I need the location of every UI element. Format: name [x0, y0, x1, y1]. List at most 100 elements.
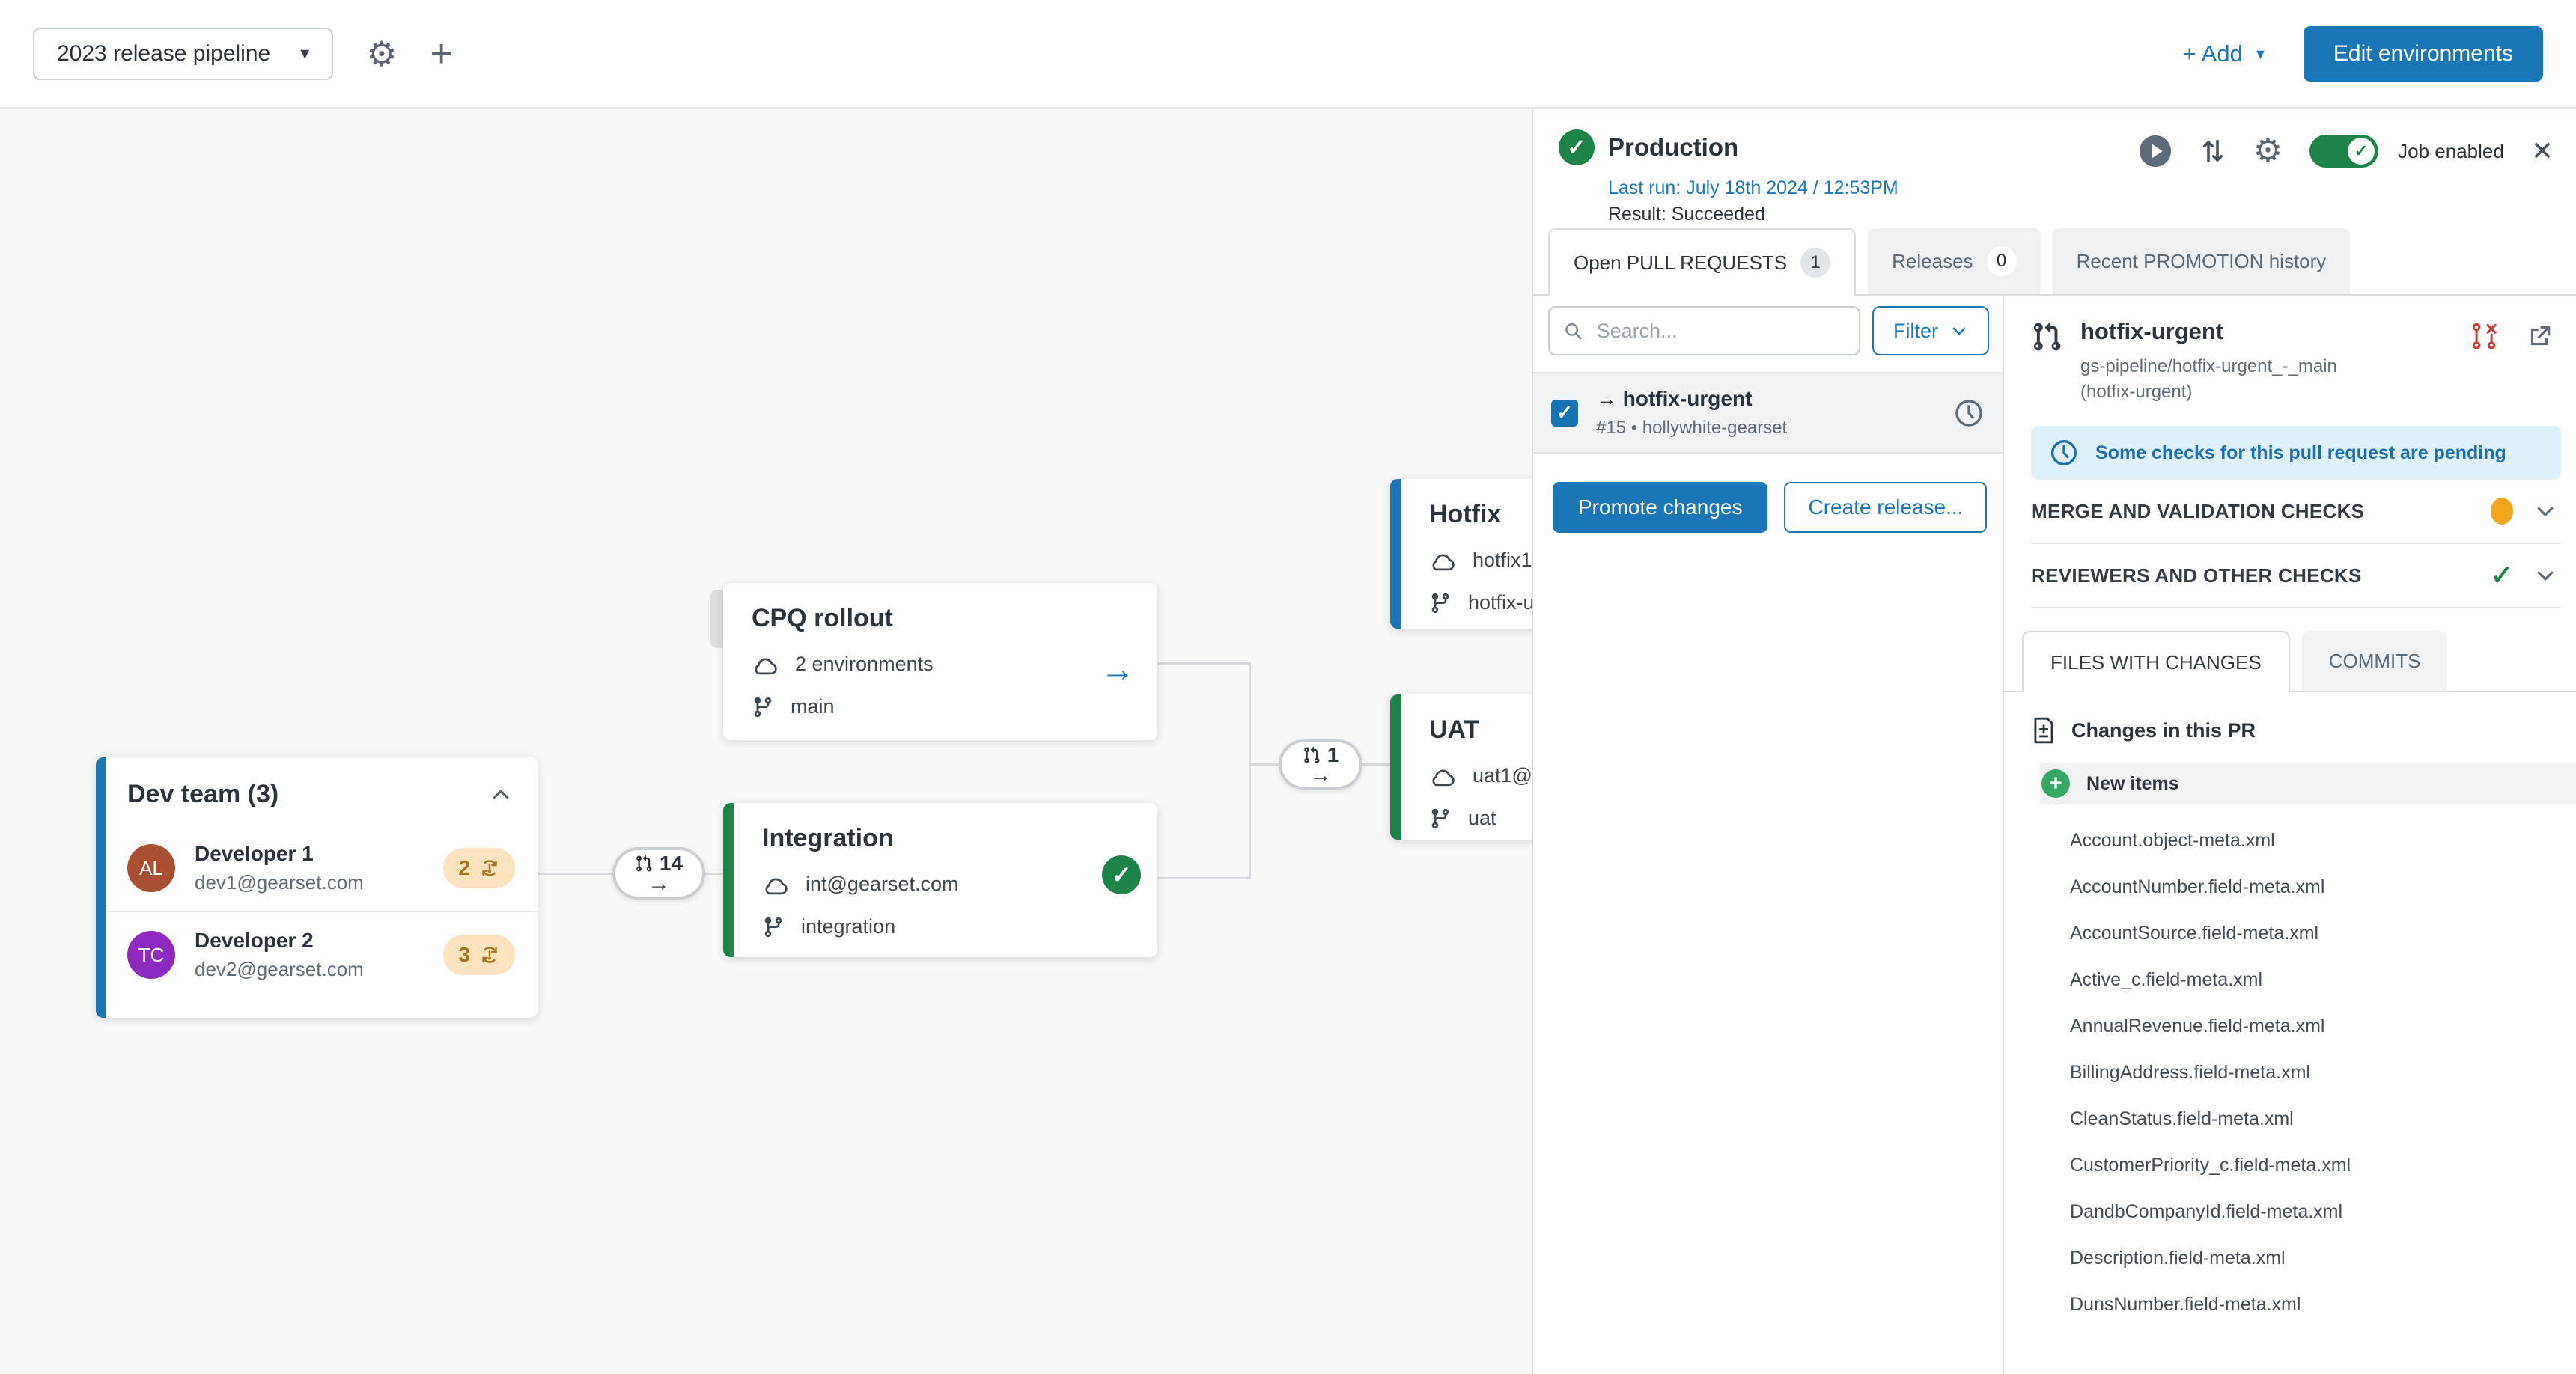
- run-job-play-icon[interactable]: [2138, 134, 2172, 168]
- add-menu-button[interactable]: + Add ▾: [2183, 40, 2265, 67]
- changes-in-pr-header: Changes in this PR: [2031, 716, 2561, 745]
- arrow-right-icon: →: [648, 871, 670, 896]
- node-title: Integration: [762, 824, 894, 852]
- branch-label: main: [791, 695, 835, 718]
- environment-label: int@gearset.com: [806, 873, 959, 895]
- file-item[interactable]: AccountNumber.field-meta.xml: [2070, 876, 2325, 897]
- file-item[interactable]: Description.field-meta.xml: [2070, 1248, 2286, 1268]
- git-branch-icon: [754, 697, 772, 717]
- pipeline-selector-label: 2023 release pipeline: [57, 40, 271, 66]
- create-release-button[interactable]: Create release...: [1784, 482, 1988, 533]
- pull-request-row[interactable]: ✓ → hotfix-urgent #15 • hollywhite-gears…: [1533, 372, 2003, 454]
- node-integration[interactable]: Integration int@gearset.com ✓ integratio…: [723, 803, 1157, 957]
- search-input[interactable]: [1595, 318, 1845, 344]
- edge-integration-corner: [1157, 877, 1251, 879]
- promotion-badge-14[interactable]: 14 →: [612, 847, 705, 900]
- edge-devteam-integration: [704, 873, 725, 875]
- changed-files-list: Account.object-meta.xml AccountNumber.fi…: [2031, 830, 2561, 1316]
- tab-open-pull-requests[interactable]: Open PULL REQUESTS 1: [1548, 228, 1857, 296]
- member-name: Developer 1: [195, 842, 314, 865]
- promotion-count: 1: [1327, 742, 1339, 766]
- node-cpq-rollout[interactable]: CPQ rollout 2 environments → main: [723, 583, 1157, 740]
- new-items-group-header[interactable]: + New items: [2040, 763, 2576, 804]
- file-item[interactable]: Account.object-meta.xml: [2070, 830, 2275, 851]
- file-item[interactable]: BillingAddress.field-meta.xml: [2070, 1062, 2310, 1083]
- section-reviewers-other-checks[interactable]: REVIEWERS AND OTHER CHECKS ✓: [2031, 544, 2561, 608]
- promotion-count: 14: [659, 852, 683, 875]
- arrow-right-icon: →: [1309, 762, 1332, 787]
- node-title: UAT: [1429, 715, 1480, 744]
- edit-environments-button[interactable]: Edit environments: [2303, 25, 2543, 82]
- file-item[interactable]: AnnualRevenue.field-meta.xml: [2070, 1016, 2325, 1036]
- checks-pending-banner: Some checks for this pull request are pe…: [2031, 426, 2561, 480]
- tab-files-with-changes[interactable]: FILES WITH CHANGES: [2022, 631, 2290, 692]
- node-uat[interactable]: UAT uat1@gearset.com uat: [1390, 694, 1532, 840]
- cloud-icon: [1432, 554, 1455, 570]
- pr-checkbox[interactable]: ✓: [1551, 399, 1578, 427]
- pipeline-selector[interactable]: 2023 release pipeline ▾: [33, 27, 334, 80]
- job-enabled-toggle[interactable]: ✓: [2309, 135, 2379, 168]
- tab-count-badge: 1: [1800, 248, 1831, 278]
- pending-changes-count: 3: [458, 943, 470, 966]
- panel-tabs: Open PULL REQUESTS 1 Releases 0 Recent P…: [1533, 228, 2576, 296]
- chevron-down-icon: [1952, 327, 1966, 335]
- tab-label: Releases: [1892, 249, 1973, 272]
- promotion-badge-1[interactable]: 1 →: [1279, 739, 1362, 790]
- pr-branch-name: (hotfix-urgent): [2080, 382, 2193, 402]
- open-environments-arrow-icon[interactable]: →: [1100, 650, 1135, 688]
- pending-changes-badge[interactable]: 2: [443, 848, 515, 888]
- promote-changes-button[interactable]: Promote changes: [1553, 482, 1768, 533]
- file-item[interactable]: Active_c.field-meta.xml: [2070, 969, 2263, 990]
- chevron-down-icon[interactable]: [2534, 564, 2557, 587]
- file-item[interactable]: CleanStatus.field-meta.xml: [2070, 1108, 2294, 1129]
- environment-label: hotfix1@gearset.com: [1473, 549, 1532, 571]
- node-dev-team[interactable]: Dev team (3) AL Developer 1 dev1@gearset…: [96, 757, 538, 1018]
- tab-releases[interactable]: Releases 0: [1868, 228, 2041, 294]
- sync-alert-icon: [482, 947, 497, 963]
- pending-status-dot: [2491, 498, 2513, 525]
- tab-commits[interactable]: COMMITS: [2301, 631, 2448, 691]
- sort-updown-icon[interactable]: [2199, 136, 2226, 166]
- pr-detail-title: hotfix-urgent: [2080, 318, 2224, 344]
- chevron-down-icon[interactable]: [2534, 500, 2557, 522]
- tab-label: COMMITS: [2328, 649, 2421, 672]
- environment-detail-panel: ✓ Production Last run: July 18th 2024 / …: [1532, 109, 2576, 1374]
- edge-cpq-corner: [1157, 662, 1251, 665]
- file-item[interactable]: DunsNumber.field-meta.xml: [2070, 1294, 2301, 1315]
- external-link-icon[interactable]: [2525, 323, 2554, 351]
- file-item[interactable]: AccountSource.field-meta.xml: [2070, 923, 2319, 944]
- search-box[interactable]: [1548, 306, 1860, 355]
- node-hotfix[interactable]: Hotfix hotfix1@gearset.com hotfix-urgent: [1390, 479, 1532, 629]
- checks-pending-text: Some checks for this pull request are pe…: [2095, 442, 2506, 463]
- team-member-row[interactable]: AL Developer 1 dev1@gearset.com 2: [106, 825, 538, 911]
- avatar: AL: [127, 844, 175, 892]
- chevron-up-icon[interactable]: [490, 784, 512, 806]
- section-merge-validation-checks[interactable]: MERGE AND VALIDATION CHECKS: [2031, 480, 2561, 544]
- search-icon: [1565, 323, 1582, 340]
- job-settings-gear-icon[interactable]: ⚙: [2253, 132, 2283, 169]
- git-branch-icon: [1303, 746, 1320, 763]
- pr-row-meta: #15 • hollywhite-gearset: [1596, 418, 1788, 438]
- last-run-link[interactable]: Last run: July 18th 2024 / 12:53PM: [1608, 177, 1898, 198]
- pr-branch-mapping: gs-pipeline/hotfix-urgent_-_main: [2080, 356, 2337, 376]
- dev-team-title: Dev team (3): [127, 780, 279, 808]
- file-item[interactable]: DandbCompanyId.field-meta.xml: [2070, 1201, 2343, 1222]
- pending-changes-count: 2: [458, 856, 470, 879]
- tab-recent-promotion-history[interactable]: Recent PROMOTION history: [2052, 228, 2351, 294]
- team-member-row[interactable]: TC Developer 2 dev2@gearset.com 3: [106, 911, 538, 998]
- run-result: Result: Succeeded: [1608, 204, 1765, 225]
- member-email: dev2@gearset.com: [195, 958, 364, 980]
- file-item[interactable]: CustomerPriority_c.field-meta.xml: [2070, 1155, 2351, 1176]
- branch-label: uat: [1468, 807, 1496, 829]
- pending-changes-badge[interactable]: 3: [443, 935, 515, 975]
- add-pipeline-icon[interactable]: +: [430, 31, 453, 76]
- git-branch-icon: [764, 917, 782, 937]
- filter-button[interactable]: Filter: [1872, 306, 1989, 355]
- tab-label: Recent PROMOTION history: [2076, 249, 2327, 272]
- close-icon[interactable]: ✕: [2530, 135, 2554, 166]
- git-branch-icon: [1431, 808, 1449, 828]
- branch-label: integration: [801, 915, 896, 938]
- branch-compare-alert-icon[interactable]: [2471, 323, 2501, 351]
- git-branch-icon: [1431, 593, 1449, 613]
- pipeline-settings-gear-icon[interactable]: ⚙: [366, 34, 398, 73]
